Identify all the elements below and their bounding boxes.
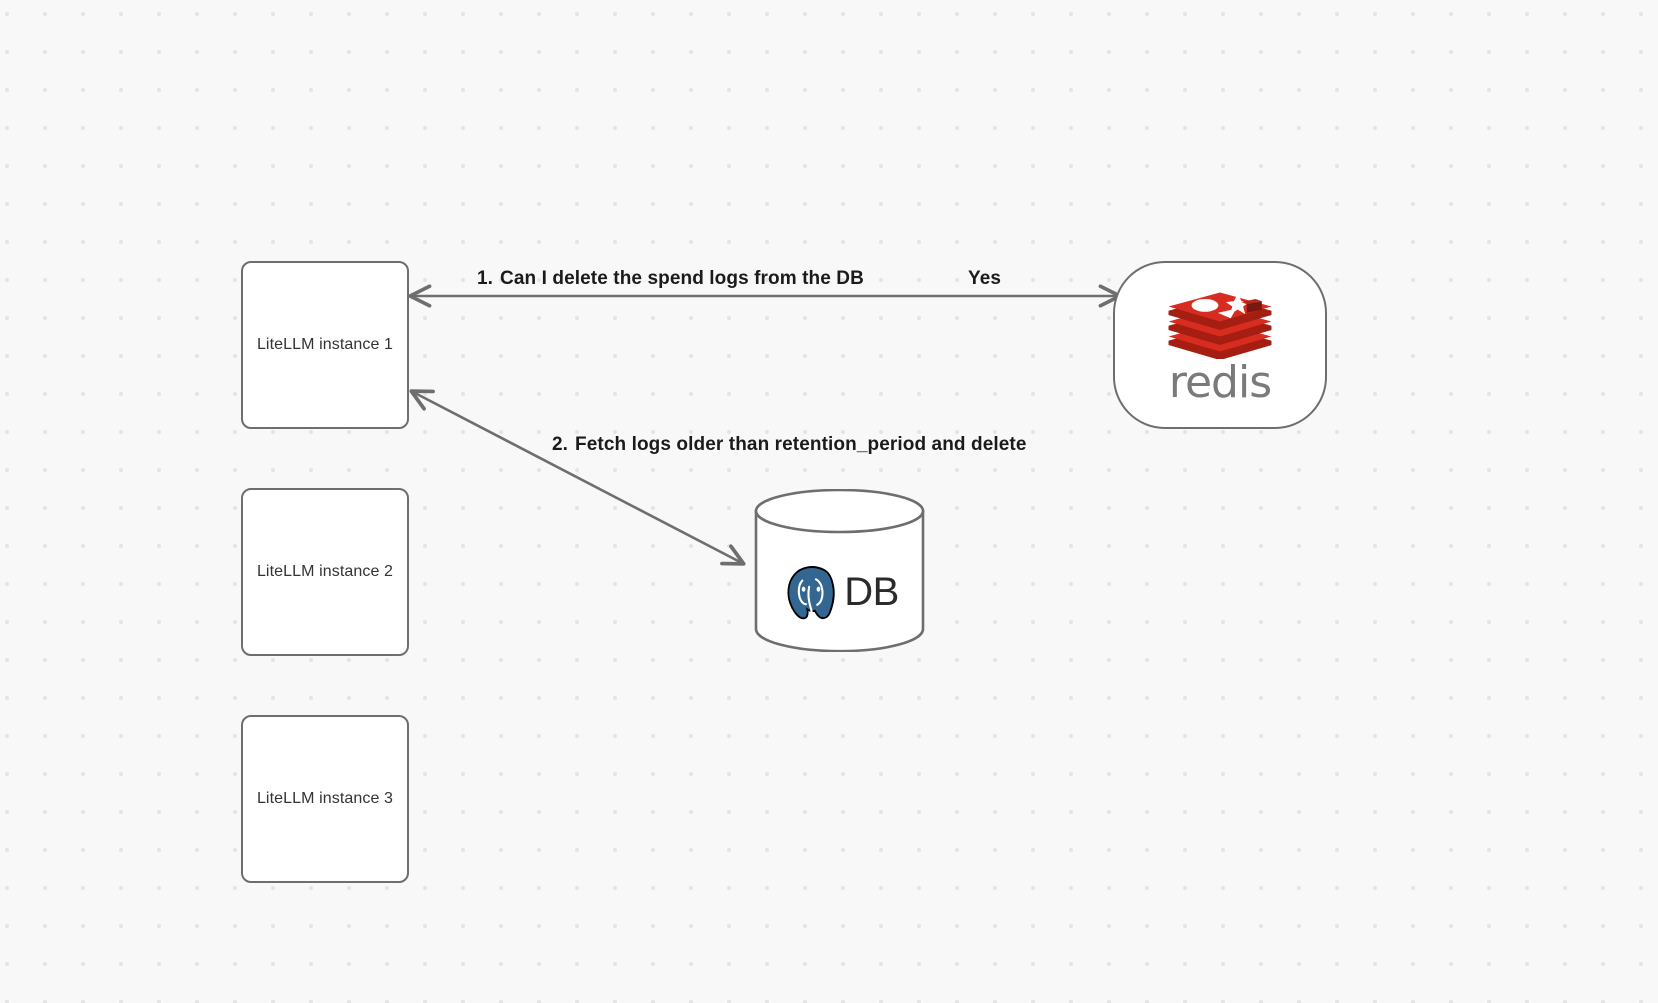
node-litellm-instance-1[interactable]: LiteLLM instance 1 [241,261,409,429]
node-litellm-instance-2[interactable]: LiteLLM instance 2 [241,488,409,656]
node-label: LiteLLM instance 3 [256,790,394,807]
edge-1-text: Can I delete the spend logs from the DB [500,268,864,289]
edge-label-2: 2. Fetch logs older than retention_period… [552,434,1027,456]
edge-2-text: Fetch logs older than retention_period a… [575,434,1027,455]
edge-2-number: 2. [552,434,569,455]
node-label: LiteLLM instance 1 [256,336,394,353]
edge-label-1: 1. Can I delete the spend logs from the D… [477,268,864,290]
db-text-label: DB [844,570,899,614]
redis-stack-icon [1166,285,1274,361]
edge-1-number: 1. [477,268,494,289]
edge-label-1-response: Yes [968,268,1001,290]
node-redis[interactable]: redis [1113,261,1327,429]
db-label-group: DB [753,489,926,674]
redis-wordmark: redis [1168,357,1272,408]
node-litellm-instance-3[interactable]: LiteLLM instance 3 [241,715,409,883]
postgresql-elephant-icon [780,562,842,624]
edge-1-response-text: Yes [968,268,1002,289]
edge-litellm1-db [409,389,746,566]
node-db[interactable]: DB [753,488,926,653]
node-label: LiteLLM instance 2 [256,563,394,580]
